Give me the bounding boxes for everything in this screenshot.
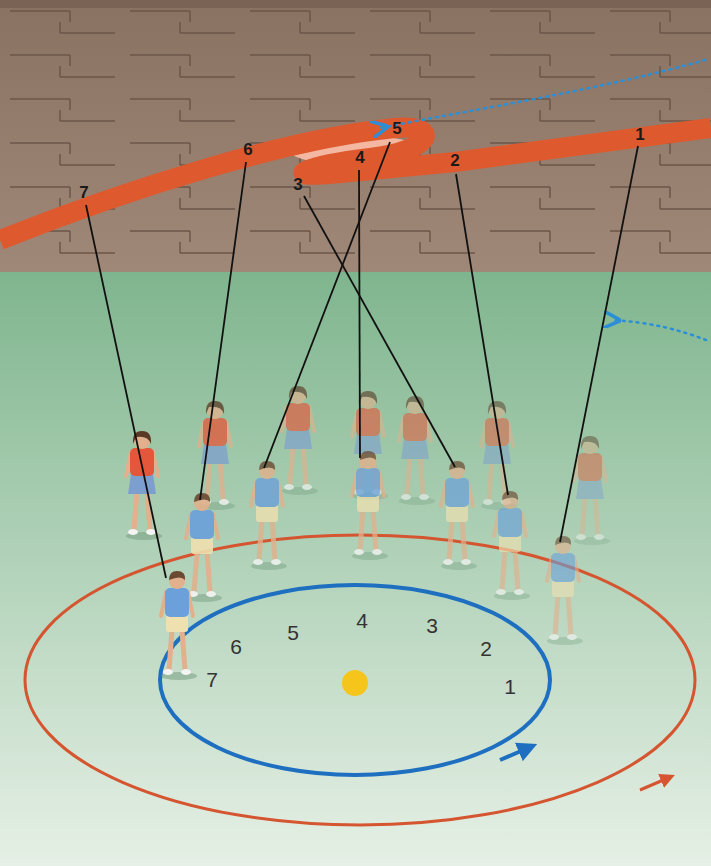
sight-lines <box>86 142 638 578</box>
outer-orbit-arrow <box>640 778 668 790</box>
callout-number: 4 <box>355 149 364 166</box>
callout-number: 6 <box>230 636 242 657</box>
callout-number: 5 <box>392 120 401 137</box>
outer-orbit <box>25 535 695 825</box>
sun <box>342 670 368 696</box>
pointer-arrow <box>380 60 705 128</box>
callout-number: 2 <box>480 638 492 659</box>
callout-number: 1 <box>504 676 516 697</box>
callout-number: 3 <box>426 615 438 636</box>
inner-people <box>161 451 583 680</box>
callout-number: 4 <box>356 610 368 631</box>
inner-orbit <box>160 585 550 775</box>
callout-number: 5 <box>287 622 299 643</box>
callout-number: 1 <box>635 126 644 143</box>
callout-number: 7 <box>206 669 218 690</box>
callout-number: 6 <box>243 141 252 158</box>
callout-number: 7 <box>79 184 88 201</box>
wall-top <box>0 0 711 8</box>
inner-orbit-arrow <box>500 748 528 760</box>
floor <box>0 272 711 866</box>
pointer-arrow <box>612 320 706 340</box>
apparent-path-band <box>0 128 711 240</box>
callout-number: 2 <box>450 152 459 169</box>
callout-number: 3 <box>293 176 302 193</box>
